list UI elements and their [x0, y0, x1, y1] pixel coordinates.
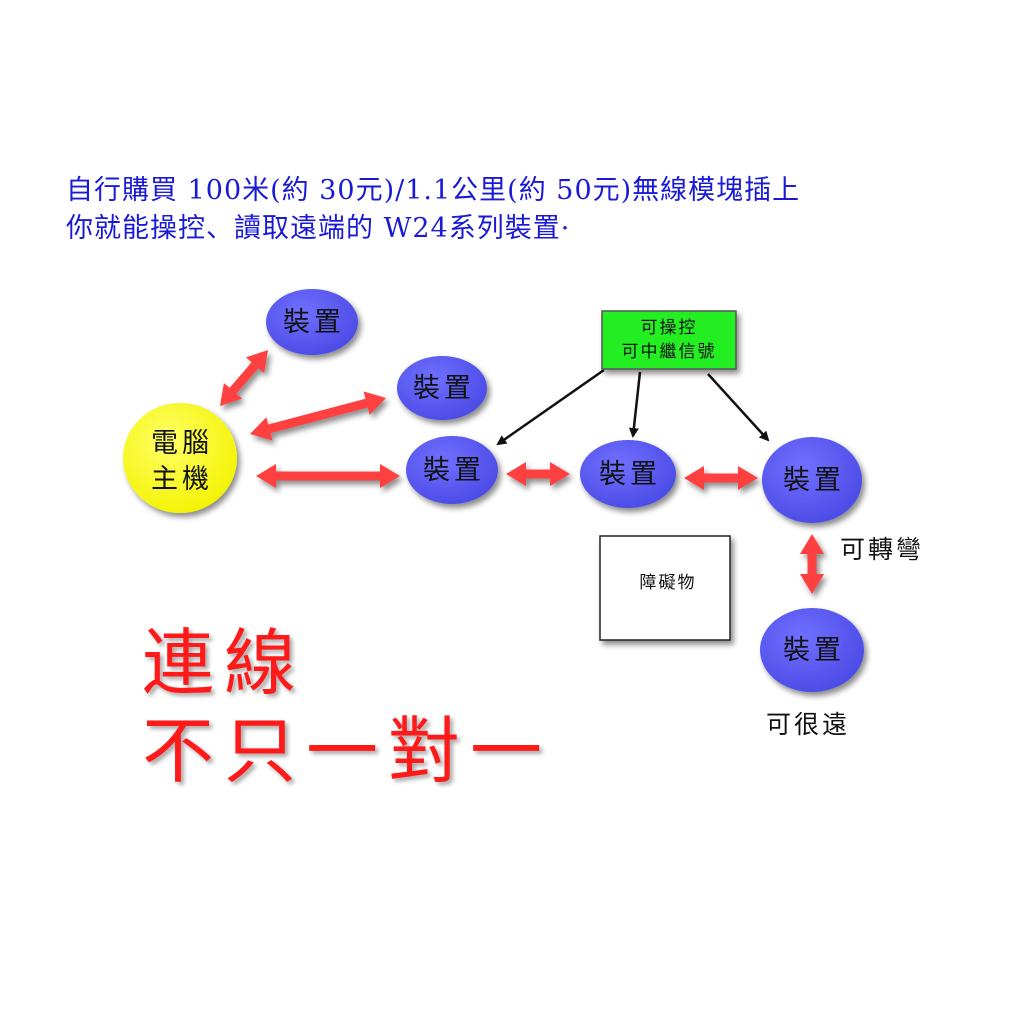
intro-text: 自行購買 100米(約 30元)/1.1公里(約 50元)無線模塊插上 你就能操… [66, 172, 966, 248]
obstacle-label: 障礙物 [640, 573, 697, 593]
relay-arrow-middle [628, 371, 642, 438]
relay-arrow-right [707, 373, 770, 442]
relay-box: 可操控 可中繼信號 [601, 310, 737, 370]
intro-line-1: 自行購買 100米(約 30元)/1.1公里(約 50元)無線模塊插上 [66, 175, 801, 206]
can-turn-label: 可轉彎 [840, 535, 924, 564]
arrow-host-chain-device [256, 464, 400, 488]
arrow-host-upper-device [250, 391, 386, 441]
host-label-line-1: 電腦 [151, 428, 213, 459]
arrow-chain-3-far [800, 534, 824, 594]
device-label: 裝置 [599, 459, 661, 490]
device-node-upper: 裝置 [397, 356, 487, 420]
can-far-label: 可很遠 [766, 710, 850, 739]
host-label-line-2: 主機 [151, 464, 213, 495]
device-label: 裝置 [423, 455, 485, 486]
arrow-host-top-device [220, 350, 268, 406]
device-node-chain-2: 裝置 [580, 440, 676, 508]
device-label: 裝置 [783, 635, 845, 666]
device-node-far: 裝置 [760, 608, 864, 692]
headline-line-1: 連線 [142, 621, 307, 705]
device-node-top: 裝置 [266, 289, 358, 355]
device-label: 裝置 [783, 465, 845, 496]
device-node-chain-3: 裝置 [762, 437, 862, 523]
device-label: 裝置 [413, 373, 475, 404]
intro-line-2: 你就能操控、讀取遠端的 W24系列裝置· [66, 213, 571, 244]
arrow-chain-1-2 [506, 462, 570, 486]
relay-label-line-2: 可中繼信號 [622, 342, 717, 362]
relay-arrow-left [496, 368, 605, 446]
relay-label-line-1: 可操控 [641, 318, 698, 338]
obstacle-box: 障礙物 [599, 535, 731, 641]
device-node-chain-1: 裝置 [406, 436, 498, 504]
host-computer [123, 403, 237, 513]
headline-line-2: 不只一對一 [142, 709, 553, 793]
arrow-chain-2-3 [684, 466, 758, 490]
device-label: 裝置 [283, 307, 345, 338]
